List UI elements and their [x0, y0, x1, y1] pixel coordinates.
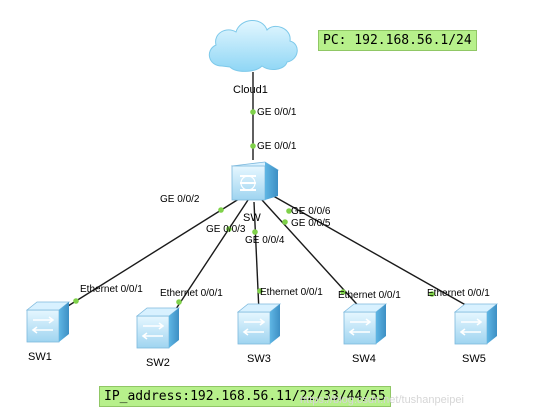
- switch-label: SW2: [146, 357, 170, 369]
- port-label: GE 0/0/4: [245, 235, 285, 246]
- switch-icon: [236, 303, 282, 345]
- switch-icon: [25, 301, 71, 343]
- pc-address-note: PC: 192.168.56.1/24: [318, 30, 477, 51]
- switch-label: SW1: [28, 351, 52, 363]
- port-label: GE 0/0/6: [291, 206, 331, 217]
- switch-icon: [342, 303, 388, 345]
- port-dots: [73, 109, 435, 305]
- port-dot: [250, 143, 256, 149]
- cloud-node[interactable]: Cloud1: [208, 20, 298, 96]
- watermark: https://blog.csdn.net/tushanpeipei: [300, 394, 464, 406]
- switch-node-sw1[interactable]: SW1: [25, 301, 71, 363]
- port-dot: [176, 299, 182, 305]
- switch-node-sw4[interactable]: SW4: [342, 303, 388, 365]
- ip-address-note: IP_address:192.168.56.11/22/33/44/55: [99, 386, 391, 407]
- switch-label: SW5: [462, 353, 486, 365]
- port-dot: [429, 291, 435, 297]
- switch-icon: [135, 307, 181, 349]
- port-dot: [73, 298, 79, 304]
- switch-node-sw3[interactable]: SW3: [236, 303, 282, 365]
- port-dot: [282, 219, 288, 225]
- switch-label: SW4: [352, 353, 376, 365]
- switch-icon: [453, 303, 499, 345]
- switch-node-sw5[interactable]: SW5: [453, 303, 499, 365]
- core-switch-node[interactable]: SW: [230, 161, 280, 224]
- port-dot: [252, 229, 258, 235]
- port-label: GE 0/0/1: [257, 141, 297, 152]
- port-label: GE 0/0/2: [160, 194, 200, 205]
- switch-node-sw2[interactable]: SW2: [135, 307, 181, 369]
- port-dot: [257, 288, 263, 294]
- link-sw-sw4: [261, 199, 365, 313]
- port-label: Ethernet 0/0/1: [427, 288, 490, 299]
- link-sw-sw1: [59, 196, 243, 312]
- port-label: GE 0/0/5: [291, 218, 331, 229]
- core-switch-label: SW: [243, 212, 261, 224]
- cloud-label: Cloud1: [233, 84, 268, 96]
- port-labels: GE 0/0/1 GE 0/0/1 GE 0/0/2 GE 0/0/3 GE 0…: [80, 107, 490, 301]
- links: [59, 72, 479, 319]
- port-dot: [218, 207, 224, 213]
- port-label: Ethernet 0/0/1: [160, 288, 223, 299]
- cloud-icon: [208, 20, 298, 72]
- port-label: Ethernet 0/0/1: [260, 287, 323, 298]
- switch-label: SW3: [247, 353, 271, 365]
- port-label: GE 0/0/1: [257, 107, 297, 118]
- port-dot: [226, 226, 232, 232]
- link-sw-sw5: [267, 192, 479, 313]
- port-dot: [340, 289, 346, 295]
- link-sw-sw3: [253, 201, 260, 313]
- port-dot: [286, 208, 292, 214]
- link-sw-sw2: [169, 199, 249, 319]
- port-label: Ethernet 0/0/1: [80, 284, 143, 295]
- port-dot: [250, 109, 256, 115]
- port-label: GE 0/0/3: [206, 224, 246, 235]
- port-label: Ethernet 0/0/1: [338, 290, 401, 301]
- core-switch-icon: [230, 161, 280, 201]
